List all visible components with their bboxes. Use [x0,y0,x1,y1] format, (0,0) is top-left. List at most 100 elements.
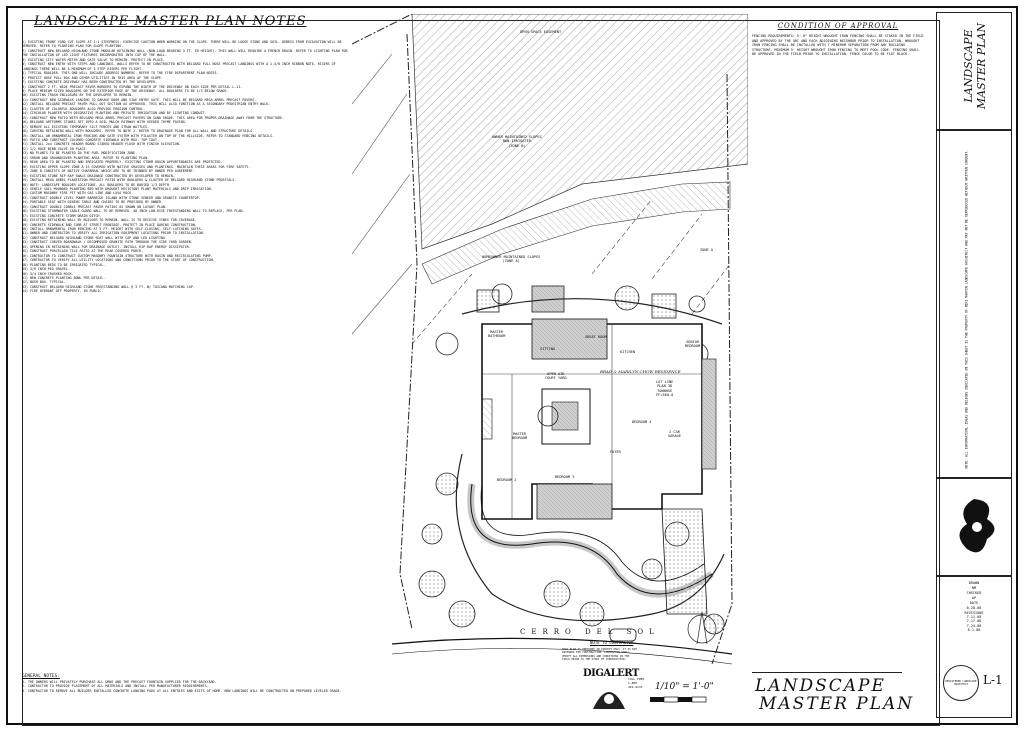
senior-bedroom-label: SENIOR BEDROOM [685,340,701,349]
general-notes-title: GENERAL NOTES: [22,674,60,679]
kitchen-label: KITCHEN [620,350,636,354]
note-item: 11) CONSTRUCT NEW SIDEWALK LEADING TO GA… [22,97,257,102]
general-note-item: 3. CONTRACTOR TO REMOVE ALL BUILDER INST… [22,688,342,693]
note-item: 51) NEW CONCRETE PLANTING BOWL PER DETAI… [22,276,106,281]
note-item: 39) CONCRETE SIDEWALK AND CURB AT STREET… [22,222,197,227]
note-item: 29) INSTALL MEGA ARBEL PLANTATION PRECAS… [22,178,237,183]
date-value: 6-28-08 [966,606,982,610]
note-item: 48) PLANTING BEDS TO BE IRRIGATED TYPICA… [22,262,106,267]
note-item: 1) EXISTING FRONT YARD CUT SLOPE AT 1:1 … [22,40,342,49]
note-item: 21) INSTALL 2x4 CONCRETE HEADER BOARD ST… [22,142,181,147]
great-room-label: GREAT ROOM [585,335,607,339]
sheet-number: L-1 [983,673,1003,687]
note-item: 10) EXISTING TRASH ENCLOSURE BY THE DEVE… [22,93,134,98]
lot-boundary [352,14,733,665]
note-item: 24) SHRUB AND GROUNDCOVER PLANTING AREA.… [22,155,150,160]
note-item: 26) EXISTING UPPER SLOPE ZONE A IS COVER… [22,164,251,169]
drawing-scale: 1/10" = 1'-0" [655,682,714,692]
note-item: 12) INSTALL BELGARD PRECAST PAVER PULL O… [22,102,271,107]
note-item: 3) EXISTING CITY WATER METER AND GATE VA… [22,57,165,62]
note-item: 46) CONTRACTOR TO CONSTRUCT CUSTOM MASON… [22,253,213,258]
title-block: LANDSCAPE MASTER PLAN NOTE: ALL INFORMAT… [936,12,1012,718]
note-item: 38) EXISTING RETAINING WALL BY BUILDER T… [22,218,197,223]
note-item: 25) REAR AREA TO BE PLANTED AND IRRIGATE… [22,160,223,165]
lot-info-label: LOT LINE PLAN 3D TOWNHSE FF=560.0 [656,380,674,398]
general-note-item: 2. CONTRACTOR TO PROVIDE PLACEMENT OF AL… [22,684,209,689]
note-item: 37) EXISTING CONCRETE STORM DRAIN DITCH. [22,213,102,218]
note-item: 35) CONSTRUCT DOUBLE COBBLE PRECAST PAVE… [22,204,167,209]
note-item: 14) CIRCULAR PLANTER WITH DECORATIVE PLA… [22,111,207,116]
general-note-item: 1. THE OWNERS WILL PRIVATELY PURCHASE AL… [22,680,217,684]
general-notes-list: 1. THE OWNERS WILL PRIVATELY PURCHASE AL… [22,680,352,720]
digalert-phone: TOLL FREE 1-800 422-4133 [628,677,645,689]
drawn-value: NM [971,586,977,590]
notes-title: LANDSCAPE MASTER PLAN NOTES [34,14,307,29]
note-item: 36) EXISTING STORMWATER CABLE GUARD WALL… [22,209,245,214]
digalert-logo-icon [593,692,625,709]
bedroom4-label: BEDROOM 4 [632,420,652,424]
digalert-logo-text: DIGALERT [583,668,639,679]
note-item: 49) 3/8 INCH PEA GRAVEL. [22,267,70,272]
note-item: 15) CONSTRUCT NEW PATIO WITH BELGARD MEG… [22,115,285,120]
note-item: 32) CUSTOM MASONRY FIRE PIT WITH GAS LIN… [22,191,134,196]
note-item: 20) PATIO AND CONSTRUCT COLORED CONCRETE… [22,137,159,142]
note-item: 4) CONSTRUCT NEW ENTRY WITH STEPS AND LA… [22,62,336,71]
note-item: 44) OPENING IN RETAINING WALL FOR DRAINA… [22,244,191,249]
sheet-title: LANDSCAPE MASTER PLAN [755,677,914,713]
zone-a-slope [421,181,731,285]
note-item: 9) PLACE MEDIUM SIZED BOULDERS ON THE EX… [22,88,229,93]
residence-label: BRAD & MARILYN CHOW RESIDENCE [600,369,681,374]
note-item: 30) NOTE: LANDSCAPE BOULDER LOCATIONS. A… [22,182,171,187]
sheet-title-line1: LANDSCAPE [755,676,886,696]
contractor-note-title: NOTE TO CONTRACTOR [590,640,634,645]
note-item: 8) CONSTRUCT 2 FT. WIDE PRECAST PAVER BO… [22,84,243,89]
checked-value: AP [971,596,977,600]
foyer-label: FOYER [610,450,621,454]
zone-a-label: ZONE A [700,248,713,252]
side-title: LANDSCAPE MASTER PLAN [962,22,988,110]
checked-label: CHECKED [966,591,982,595]
note-item: 22) 1/2 HOSE BIBB VALVE IN PLACE. [22,146,88,151]
condition-of-approval: CONDITION OF APPROVAL FENCING REQUIREMEN… [752,22,924,92]
owner-slopes-label: OWNER MAINTAINED SLOPES NON-IRRIGATED (Z… [492,135,542,148]
note-item: 33) CONSTRUCT DOUBLE LEVEL POWER BARBECU… [22,195,201,200]
note-item: 41) OWNER AND CONTRACTOR TO VERIFY ALL I… [22,231,205,236]
note-item: 40) INSTALL ORNAMENTAL IRON FENCING AT 5… [22,227,203,232]
copyright-note: NOTE: ALL INFORMATION, IDEAS AND DESIGNS… [964,149,969,469]
easement-hatch [411,14,748,250]
site-plan-drawing [352,14,748,665]
drawn-label: DRAWN [968,581,980,585]
note-item: 2) CONSTRUCT NEW BELGARD HIGHLAND STONE … [22,48,348,58]
courtyard-label: OPEN AIR COURT YARD [545,372,567,381]
note-item: 5) TYPICAL BOULDER. THIS ONE WILL INCLUD… [22,71,219,76]
north-arrow-icon [687,611,717,645]
scale-bar [650,696,707,703]
master-bath-label: MASTER BATHROOM [488,330,506,339]
landscape-notes-list: 1) EXISTING FRONT YARD CUT SLOPE AT 1:1 … [22,40,352,590]
street-name: CERRO DEL SOL [520,628,660,636]
street-curb [391,637,733,655]
firm-logo-box [936,478,1012,576]
garage-label: 2 CAR GARAGE [668,430,681,439]
note-item: 50) 3/4 INCH CRUSHED ROCK. [22,271,74,276]
bedroom2-label: BEDROOM 2 [497,478,517,482]
drawing-info-box: DRAWN NM CHECKED AP DATE 6-28-08 REVISIO… [936,576,1012,718]
side-title-box: LANDSCAPE MASTER PLAN [936,12,1012,130]
sheet-title-line2: MASTER PLAN [759,694,915,714]
note-item: 45) CONSTRUCT PORCELAIN TILE PATIO AT TH… [22,249,144,254]
note-item: 16) BELGARD ARTFORMS STONES SET INTO A S… [22,120,187,125]
note-item: 54) FIRE HYDRANT OFF PROPERTY, IN PUBLIC… [22,289,104,294]
trees [418,472,725,635]
note-item: 52) BUSH BOX. TYPICAL. [22,280,66,285]
date-label: DATE [969,601,979,605]
sitting-label: SITTING [540,347,556,351]
note-item: 6) PROTECT HOSE PULL BOX AND OTHER UTILI… [22,75,163,80]
license-seal: REGISTERED LANDSCAPE ARCHITECT [943,665,979,701]
note-item: 53) CONSTRUCT BELGARD HIGHLAND STONE FRE… [22,284,195,289]
approval-title: CONDITION OF APPROVAL [777,22,899,30]
note-item: 23) NO PLANTS TO BE PLANTED IN THE FUEL … [22,151,138,156]
copyright-box: NOTE: ALL INFORMATION, IDEAS AND DESIGNS… [936,130,1012,478]
title-rule [752,672,902,673]
revisions: REVISIONS 7-11-08 7-17-08 7-24-08 8-1-08 [964,611,984,632]
note-item: 43) CONSTRUCT CURVED BOARDWALK / DECOMPO… [22,240,193,245]
